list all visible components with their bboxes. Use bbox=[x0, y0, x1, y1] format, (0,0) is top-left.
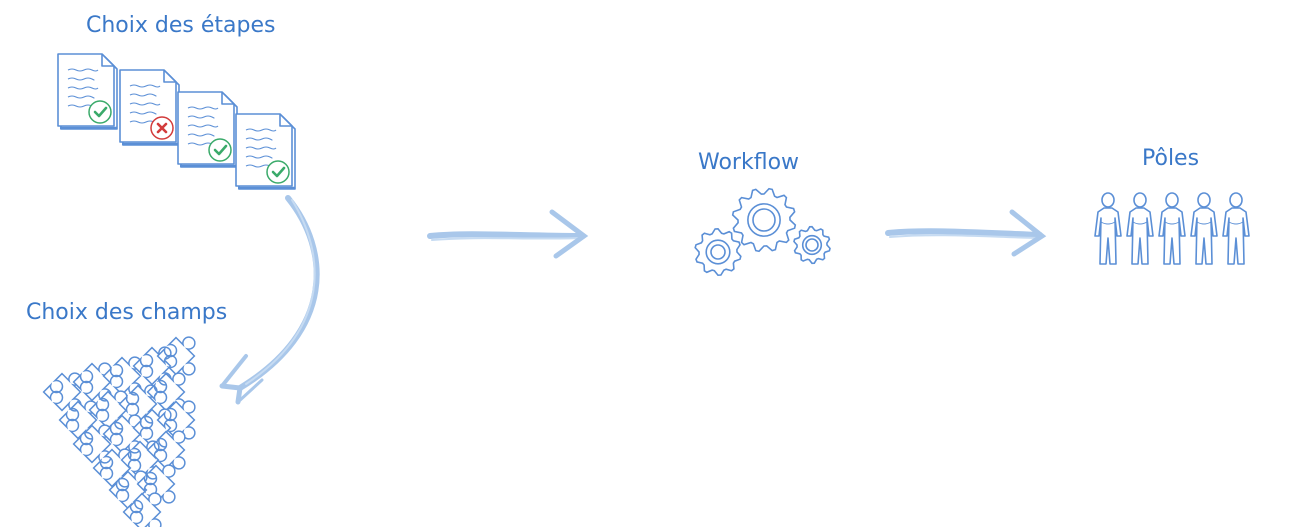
curved-arrow-icon bbox=[219, 195, 320, 405]
cross-badge-icon bbox=[150, 116, 174, 140]
document-icon bbox=[119, 69, 180, 146]
person-icon bbox=[1190, 192, 1218, 265]
person-icon bbox=[1094, 192, 1122, 265]
documents-group bbox=[57, 53, 296, 190]
arrow-right-icon bbox=[427, 209, 589, 259]
person-icon bbox=[1158, 192, 1186, 265]
document-icon bbox=[57, 53, 118, 130]
check-badge-icon bbox=[88, 100, 112, 124]
gear-icon bbox=[793, 225, 831, 265]
puzzle-pieces-icon bbox=[42, 336, 196, 527]
poles-label: Pôles bbox=[1142, 146, 1200, 171]
puzzle-piece-icon bbox=[122, 492, 162, 527]
workflow-label: Workflow bbox=[698, 150, 800, 175]
person-icon bbox=[1222, 192, 1250, 265]
steps-label: Choix des étapes bbox=[86, 13, 276, 38]
check-badge-icon bbox=[208, 138, 232, 162]
check-badge-icon bbox=[266, 160, 290, 184]
gear-icon bbox=[731, 187, 797, 253]
document-icon bbox=[177, 91, 238, 168]
document-icon bbox=[235, 113, 296, 190]
gear-icon bbox=[694, 227, 742, 277]
people-group-icon bbox=[1094, 192, 1250, 265]
fields-label: Choix des champs bbox=[26, 300, 228, 325]
gears-icon bbox=[694, 187, 831, 277]
arrow-right-icon bbox=[885, 209, 1047, 257]
person-icon bbox=[1126, 192, 1154, 265]
